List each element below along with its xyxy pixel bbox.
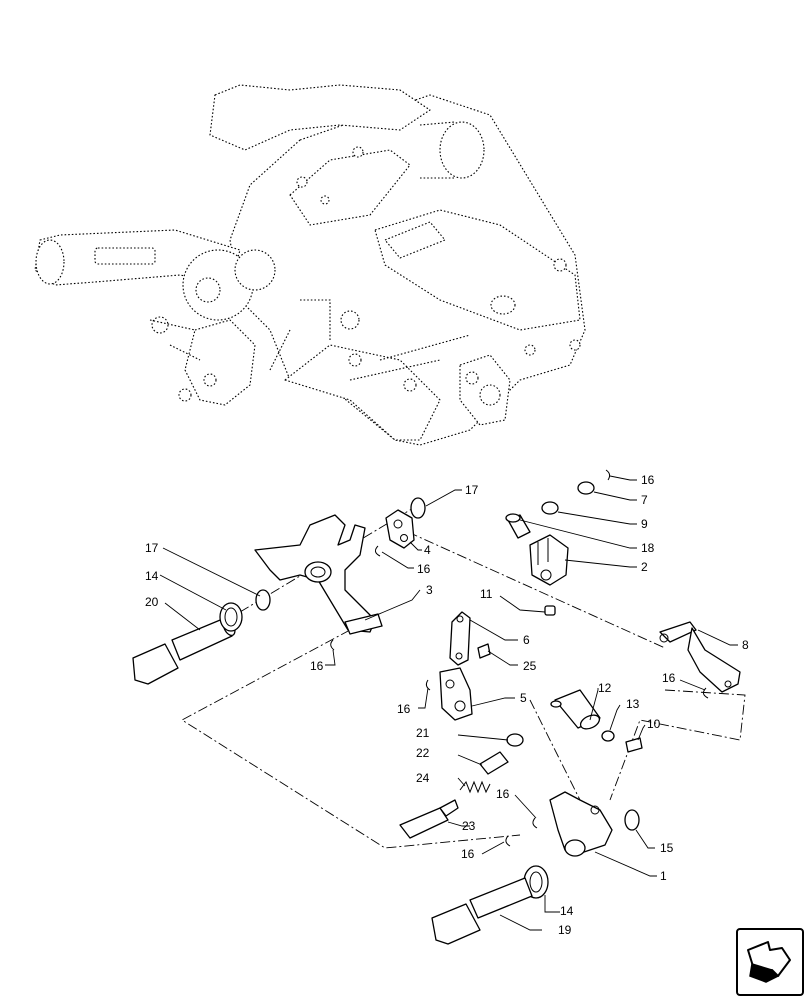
part-20-pivot-pin [132,617,236,685]
part-9-bushing [541,501,559,515]
callout-14: 14 [560,904,574,918]
callout-10: 10 [647,717,661,731]
callout-16: 16 [310,659,324,673]
callout-18: 18 [641,541,655,555]
callout-numbers: 16 7 9 18 2 17 4 16 17 14 20 3 16 11 6 2… [145,473,749,937]
callout-16: 16 [461,847,475,861]
callout-16: 16 [496,787,510,801]
callout-15: 15 [660,841,674,855]
callout-8: 8 [742,638,749,652]
part-1-lever [549,791,613,857]
part-8-rod [659,621,741,693]
callout-16: 16 [662,671,676,685]
part-19-pivot-pin [431,877,533,945]
part-21-nut [506,733,524,747]
callout-20: 20 [145,595,159,609]
part-16-clip-e [532,817,538,829]
part-10-bolt [625,737,643,753]
part-16-clip-b [330,639,335,651]
part-5-link [439,667,473,721]
leader-lines [159,475,738,931]
callout-24: 24 [416,771,430,785]
callout-9: 9 [641,517,648,531]
callout-12: 12 [598,681,612,695]
part-16-clip-top [605,469,611,481]
callout-1: 1 [660,869,667,883]
callout-3: 3 [426,583,433,597]
part-18-pin [505,513,531,539]
callout-7: 7 [641,493,648,507]
part-22-bolt [479,751,509,775]
callout-22: 22 [416,746,430,760]
callout-19: 19 [558,923,572,937]
callout-13: 13 [626,697,640,711]
part-16-clip-f [505,835,511,847]
part-2-block [529,534,569,586]
callout-21: 21 [416,726,430,740]
callout-14: 14 [145,569,159,583]
part-14-washer-upper [219,602,243,632]
part-15-ring [624,809,640,831]
part-4-bracket [385,509,415,549]
callout-16: 16 [397,702,411,716]
next-page-button[interactable] [736,928,804,996]
next-page-arrow-icon [747,941,791,983]
callout-25: 25 [523,659,537,673]
part-7-bushing [577,481,595,495]
part-17-ring-right [410,497,426,519]
callout-2: 2 [641,560,648,574]
callout-11: 11 [480,587,493,601]
part-12-cylinder [550,689,601,730]
part-25-pin [477,643,491,659]
part-13-nut [601,730,615,742]
part-11-plug [544,605,556,616]
callout-6: 6 [523,633,530,647]
part-3-lift-lever [254,514,383,635]
callout-17: 17 [465,483,479,497]
part-17-ring-left [255,589,271,611]
part-23-plunger [399,799,459,839]
part-16-clip-c [425,679,431,691]
lift-housing-assembly-illustration [34,84,586,446]
callout-23: 23 [462,819,476,833]
callout-5: 5 [520,691,527,705]
part-24-spring [459,780,491,794]
callout-4: 4 [424,543,431,557]
part-16-clip-d [702,687,709,699]
part-16-clip-a [374,545,381,557]
callout-17: 17 [145,541,159,555]
callout-16: 16 [417,562,431,576]
part-6-plate [449,611,471,666]
callout-16: 16 [641,473,655,487]
